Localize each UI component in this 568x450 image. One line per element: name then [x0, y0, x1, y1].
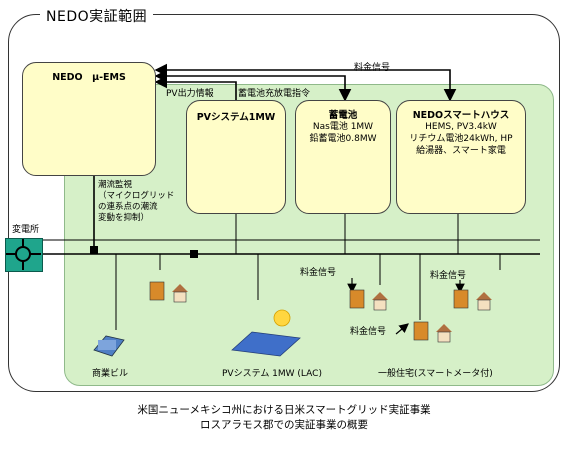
pv-system-box: PVシステム1MW [186, 100, 286, 214]
meter-house-4 [413, 321, 452, 343]
meter-house-3 [453, 289, 492, 311]
commercial-building-icon [93, 335, 125, 357]
battery-title: 蓄電池 [328, 110, 358, 121]
caption-line-2: ロスアラモス郡での実証事業の概要 [200, 419, 368, 431]
smart-house-line-2: リチウム電池24kWh, HP [409, 134, 513, 144]
pv-output-label: PV出力情報 [166, 89, 214, 99]
flow-monitor-note: 潮流監視 （マイクログリッド の連系点の潮流 変動を抑制） [98, 180, 175, 223]
battery-box: 蓄電池 Nas電池 1MW 鉛蓄電池0.8MW [295, 100, 391, 214]
substation-label: 変電所 [12, 225, 40, 235]
grid-node [190, 250, 198, 258]
battery-line-2: 鉛蓄電池0.8MW [309, 134, 377, 144]
smart-house-line-1: HEMS, PV3.4kW [425, 122, 497, 132]
meter-house-2 [349, 289, 388, 311]
scope-frame [8, 14, 560, 392]
substation-icon [5, 238, 43, 272]
price-signal-label-1: 料金信号 [300, 268, 337, 278]
battery-command-label: 蓄電池充放電指令 [238, 89, 311, 99]
battery-line-1: Nas電池 1MW [312, 122, 374, 132]
price-signal-label-3: 料金信号 [350, 327, 387, 337]
meter-house-1 [149, 281, 188, 303]
commercial-building-label: 商業ビル [92, 369, 129, 379]
battery-command-arrow [154, 69, 352, 102]
pv-info-arrow [154, 75, 237, 100]
ems-title: NEDO μ-EMS [52, 72, 126, 83]
smart-house-line-3: 給湯器、スマート家電 [416, 146, 506, 156]
smart-house-title: NEDOスマートハウス [412, 110, 510, 121]
smart-house-box: NEDOスマートハウス HEMS, PV3.4kW リチウム電池24kWh, H… [396, 100, 526, 214]
price-signal-top-label: 料金信号 [354, 63, 391, 73]
residential-label: 一般住宅(スマートメータ付) [378, 369, 493, 379]
scope-title: NEDO実証範囲 [40, 6, 154, 26]
price-signal-label-2: 料金信号 [430, 271, 467, 281]
pv-lac-illustration [231, 309, 301, 357]
pv-lac-label: PVシステム 1MW (LAC) [222, 369, 322, 379]
caption-line-1: 米国ニューメキシコ州における日米スマートグリッド実証事業 [137, 404, 431, 416]
pv-system-title: PVシステム1MW [196, 112, 276, 123]
ems-box: NEDO μ-EMS [22, 62, 156, 176]
monitor-node [90, 246, 98, 254]
